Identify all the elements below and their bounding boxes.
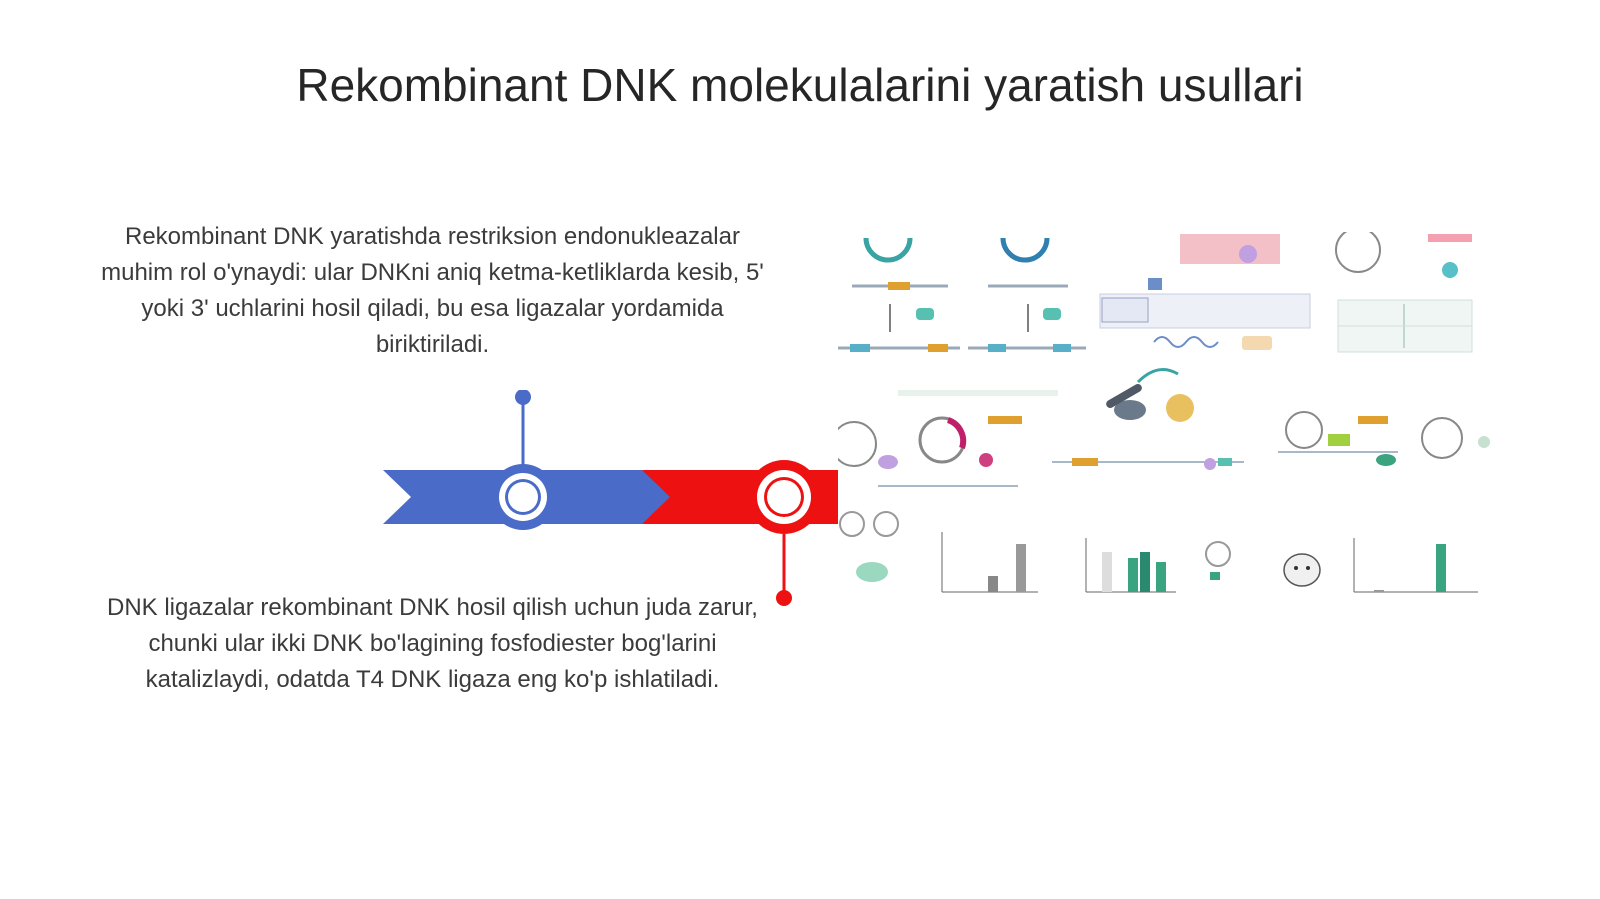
figure-panel-integration [1278, 411, 1490, 466]
figure-panel-cloning-workflow [838, 390, 1058, 487]
paragraph-restriction-enzymes: Rekombinant DNK yaratishda restriksion e… [101, 223, 764, 358]
figure-panel-mouse-model [1205, 541, 1321, 587]
figure-panel-plasmid-b [968, 237, 1086, 352]
timeline-node-blue-center [508, 482, 538, 512]
timeline-marker-dot-blue [515, 390, 531, 405]
timeline-graphic [383, 390, 850, 606]
paragraph-dna-ligase: DNK ligazalar rekombinant DNK hosil qili… [107, 594, 758, 693]
figure-panel-molecular-structure [1052, 368, 1244, 470]
timeline-marker-dot-red [776, 590, 792, 606]
scientific-figure-image [838, 232, 1508, 610]
figure-panel-applications [1335, 232, 1473, 353]
figure-panel-bar-chart-2 [1085, 538, 1176, 593]
slide-title: Rekombinant DNK molekulalarini yaratish … [296, 59, 1304, 111]
figure-panel-bar-chart-1 [839, 511, 1038, 593]
figure-panel-genome-editing [1099, 234, 1311, 350]
timeline-node-red-center [767, 480, 801, 514]
figure-panel-bar-chart-3 [1353, 538, 1478, 593]
figure-panel-plasmid-a [838, 237, 960, 352]
